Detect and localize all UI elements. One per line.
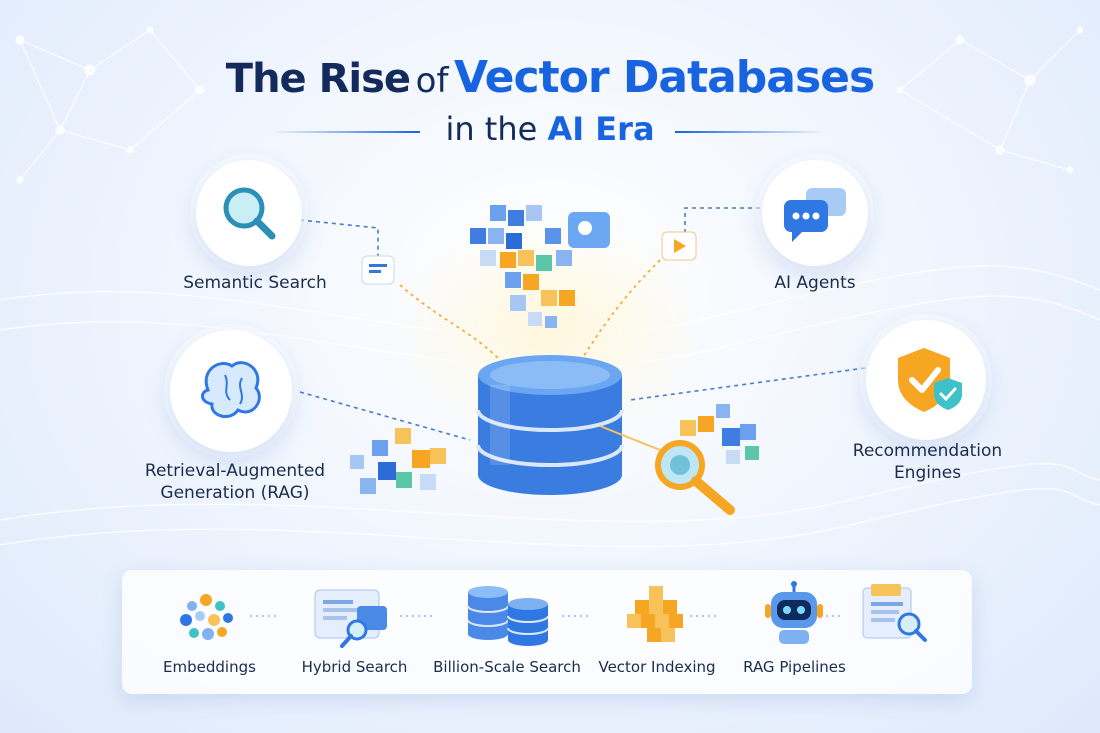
data-cubes-left	[350, 428, 446, 494]
tool-hybrid-search: Hybrid Search	[287, 570, 422, 694]
dashed-connectors	[299, 207, 866, 441]
brain-icon	[201, 361, 261, 419]
vector-cubes-icon	[627, 586, 683, 642]
subtitle-rule-left	[270, 131, 420, 133]
semantic-search-badge	[196, 160, 302, 266]
tool-label: Vector Indexing	[598, 658, 716, 676]
orange-flow-lines	[399, 259, 661, 371]
rag-label-line-2: Generation (RAG)	[160, 483, 310, 503]
database-stack-icon	[467, 586, 549, 646]
magnifier-orange-icon	[599, 425, 735, 515]
ai-agents-badge	[762, 160, 868, 266]
video-play-small-icon	[661, 231, 697, 261]
rag-label-line-1: Retrieval-Augmented	[144, 461, 326, 481]
data-cubes-top	[470, 205, 575, 328]
chat-doc-small-icon	[361, 255, 395, 285]
tool-rag-pipelines: RAG Pipelines	[727, 570, 862, 694]
tool-billion-scale-search: Billion-Scale Search	[432, 570, 582, 694]
subtitle-part-1: in the	[445, 110, 538, 148]
center-glow	[390, 210, 710, 450]
shield-check-icon	[898, 348, 962, 412]
page-subtitle: in the AI Era	[0, 110, 1100, 148]
central-database-icon	[476, 355, 624, 495]
tool-label: Billion-Scale Search	[433, 658, 581, 676]
robot-icon	[765, 581, 823, 644]
subtitle-rule-right	[675, 131, 825, 133]
page-title: The Rise of Vector Databases	[0, 52, 1100, 103]
tool-vector-indexing: Vector Indexing	[587, 570, 727, 694]
tool-embeddings: Embeddings	[142, 570, 277, 694]
data-cubes-right	[680, 404, 759, 464]
document-search-decor	[837, 570, 957, 694]
network-lines-right	[896, 26, 1084, 174]
tool-label: Embeddings	[163, 658, 256, 676]
capabilities-panel: Embeddings Hybrid Search Billion-Scale S…	[122, 570, 972, 694]
title-part-3: Vector Databases	[454, 52, 875, 103]
semantic-search-label: Semantic Search	[183, 273, 327, 293]
title-part-2: of	[415, 61, 449, 101]
title-part-1: The Rise	[225, 56, 411, 102]
subtitle-part-2: AI Era	[547, 110, 655, 148]
recommendation-label-line-2: Engines	[893, 463, 962, 483]
tool-label: Hybrid Search	[301, 658, 408, 676]
ai-agents-label: AI Agents	[774, 273, 856, 293]
rag-badge	[170, 330, 292, 452]
chat-bubbles-icon	[784, 188, 846, 242]
recommendation-badge	[866, 320, 986, 440]
embeddings-dots-icon	[180, 594, 233, 640]
hybrid-search-icon	[314, 589, 387, 648]
recommendation-label-line-1: Recommendation	[852, 441, 1003, 461]
network-lines-left	[15, 26, 205, 184]
image-card-icon	[568, 212, 610, 248]
tool-label: RAG Pipelines	[743, 658, 846, 676]
panel-dotted-dividers	[250, 615, 840, 617]
document-search-icon	[862, 584, 927, 642]
search-icon	[223, 187, 276, 240]
